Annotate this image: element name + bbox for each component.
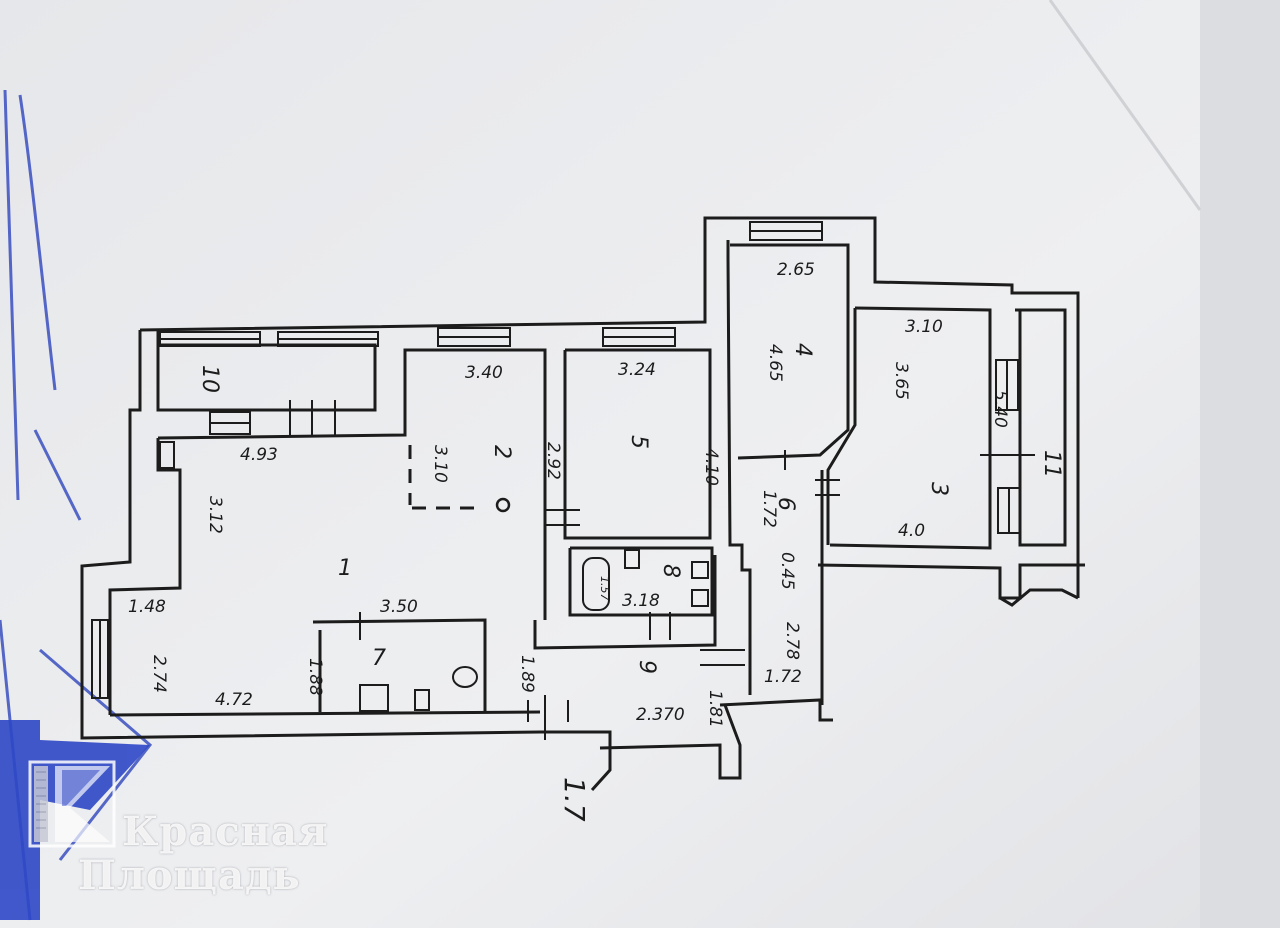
room-4-label: 4 <box>790 343 815 357</box>
room-7-label: 7 <box>372 646 386 671</box>
door-marks <box>289 400 1035 740</box>
partition-node <box>495 497 511 513</box>
room-2-label: 2 <box>489 445 514 459</box>
dim-4-0: 4.0 <box>898 521 925 541</box>
watermark-logo-icon <box>28 760 116 848</box>
room-3-label: 3 <box>926 482 951 496</box>
dim-1-72a: 1.72 <box>759 490 779 528</box>
room-5-label: 5 <box>626 435 651 449</box>
dim-0-45: 0.45 <box>777 552 797 590</box>
room-1-label: 1 <box>338 556 352 581</box>
dim-3-18: 3.18 <box>622 591 660 611</box>
dim-1-48: 1.48 <box>128 597 166 617</box>
paper-sheet <box>0 0 1200 928</box>
room-10-label: 10 <box>197 365 222 393</box>
dim-5-40: 5.40 <box>990 390 1010 428</box>
bottom-note: 1.7 <box>558 777 591 822</box>
dim-4-10: 4.10 <box>701 448 721 486</box>
dim-3-65: 3.65 <box>891 362 911 400</box>
watermark-line-2: Площадь <box>78 852 301 899</box>
windows <box>91 221 1021 699</box>
dimension-labels: 2.65 4.65 3.10 3.65 5.40 4.0 3.40 3.10 2… <box>128 260 1010 728</box>
dim-3-50: 3.50 <box>380 597 418 617</box>
room-11-label: 11 <box>1039 450 1064 478</box>
dim-1-57: 1.57 <box>598 576 611 601</box>
room-8-label: 8 <box>658 564 683 578</box>
paper-crease <box>1048 0 1202 211</box>
partition-dashed <box>408 445 480 510</box>
dim-1-72b: 1.72 <box>764 667 802 687</box>
dim-2-92: 2.92 <box>543 442 563 480</box>
watermark-line-1: Красная <box>122 808 329 855</box>
dim-3-10b: 3.10 <box>905 317 943 337</box>
dim-2-74: 2.74 <box>149 655 169 693</box>
dim-1-88: 1.88 <box>305 658 325 696</box>
fixtures <box>159 441 709 712</box>
dim-4-93: 4.93 <box>240 445 278 465</box>
room-labels: 1 2 3 4 5 6 7 8 9 10 11 <box>197 343 1064 674</box>
dim-3-12: 3.12 <box>205 496 225 534</box>
dim-3-24: 3.24 <box>618 360 656 380</box>
dim-4-72: 4.72 <box>215 690 253 710</box>
dim-3-10: 3.10 <box>430 445 450 483</box>
dim-2-370: 2.370 <box>636 705 685 725</box>
paper-edge <box>1190 0 1280 928</box>
room-6-label: 6 <box>773 497 798 511</box>
dim-1-89: 1.89 <box>517 655 537 693</box>
walls <box>80 216 1085 792</box>
dim-3-40: 3.40 <box>465 363 503 383</box>
room-9-label: 9 <box>634 660 659 674</box>
dim-2-65: 2.65 <box>777 260 815 280</box>
dim-1-81: 1.81 <box>705 690 725 728</box>
dim-2-78: 2.78 <box>782 622 802 660</box>
dim-4-65: 4.65 <box>765 344 785 382</box>
